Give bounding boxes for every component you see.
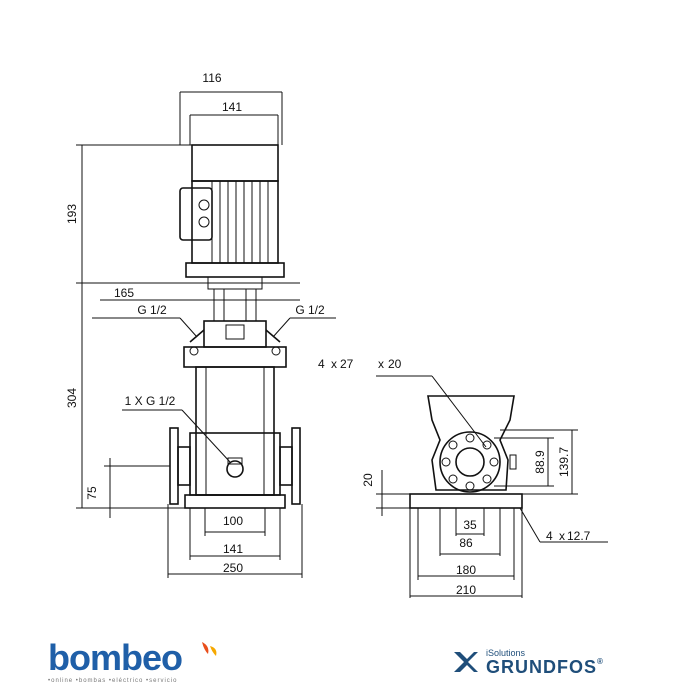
gauge-port-right-label: G 1/2 [295, 303, 325, 317]
dim-88-9-label: 88.9 [533, 450, 547, 474]
bombeo-flame-icon [202, 642, 217, 656]
dim-193-label: 193 [65, 204, 79, 224]
motor-flange [185, 262, 285, 278]
drain-plug [226, 460, 244, 478]
feet-holes-count-label: 4 [546, 529, 553, 543]
dim-141-top-label: 141 [222, 100, 242, 114]
grundfos-wordmark: GRUNDFOS® [486, 657, 604, 678]
coupling-guard [213, 288, 257, 322]
cable-gland [198, 216, 210, 228]
bombeo-logo-word: bombeo [48, 637, 183, 678]
feet-holes-x-label: x [559, 529, 565, 543]
terminal-box [179, 187, 213, 241]
bombeo-logo-tagline: •online •bombas •eléctrico •servicio [48, 678, 178, 684]
dim-141-base-label: 141 [223, 542, 243, 556]
pump-sleeve [195, 366, 275, 496]
dim-116-label: 116 [202, 71, 221, 85]
dim-139-7-label: 139.7 [557, 447, 571, 477]
head-flange [183, 346, 287, 368]
base-plate [184, 494, 286, 509]
registered-mark: ® [597, 657, 604, 666]
gauge-port-left-label: G 1/2 [137, 303, 167, 317]
dim-165-label: 165 [114, 286, 134, 300]
dim-304-label: 304 [65, 388, 79, 408]
side-housing [427, 395, 515, 491]
feet-holes-diameter-label: 12.7 [567, 529, 591, 543]
flange-bolt-holes [441, 433, 499, 491]
side-flange [439, 431, 501, 493]
inlet-flange [169, 427, 179, 505]
bolt-holes-diameter-label: 27 [340, 357, 354, 371]
drain-port-label: 1 X G 1/2 [125, 394, 176, 408]
pump-front-view: 116 141 193 304 75 165 G 1/2 G 1/2 1 X G… [65, 71, 336, 578]
motor-fan-cover [191, 144, 279, 182]
cable-gland [198, 199, 210, 211]
dim-86-label: 86 [459, 536, 473, 550]
motor-body [191, 180, 279, 264]
dim-100-label: 100 [223, 514, 243, 528]
bolt-holes-x-label: x [331, 357, 337, 371]
grundfos-brand-text: GRUNDFOS [486, 657, 597, 677]
dim-20-label: 20 [361, 473, 375, 487]
dim-75-label: 75 [85, 486, 99, 500]
bolt-holes-depth-label: 20 [388, 357, 402, 371]
grundfos-x-icon [454, 652, 478, 672]
dim-35-label: 35 [463, 518, 477, 532]
pump-side-view: 4 x 27 x 20 88.9 139.7 20 35 86 4 x 12.7 [318, 357, 608, 598]
side-flange-bore [455, 447, 485, 477]
grundfos-subtitle: iSolutions [486, 648, 526, 658]
bolt-holes-x2-label: x [378, 357, 384, 371]
dim-210-label: 210 [456, 583, 476, 597]
side-base-plate [409, 493, 523, 509]
bombeo-logo: bombeo •online •bombas •eléctrico •servi… [48, 640, 248, 690]
dim-180-label: 180 [456, 563, 476, 577]
motor-fins [211, 181, 269, 263]
outlet-flange [291, 427, 301, 505]
grundfos-logo: iSolutions GRUNDFOS® [452, 648, 662, 678]
dim-250-label: 250 [223, 561, 243, 575]
bolt-holes-count-label: 4 [318, 357, 325, 371]
vent-plug [225, 324, 245, 340]
